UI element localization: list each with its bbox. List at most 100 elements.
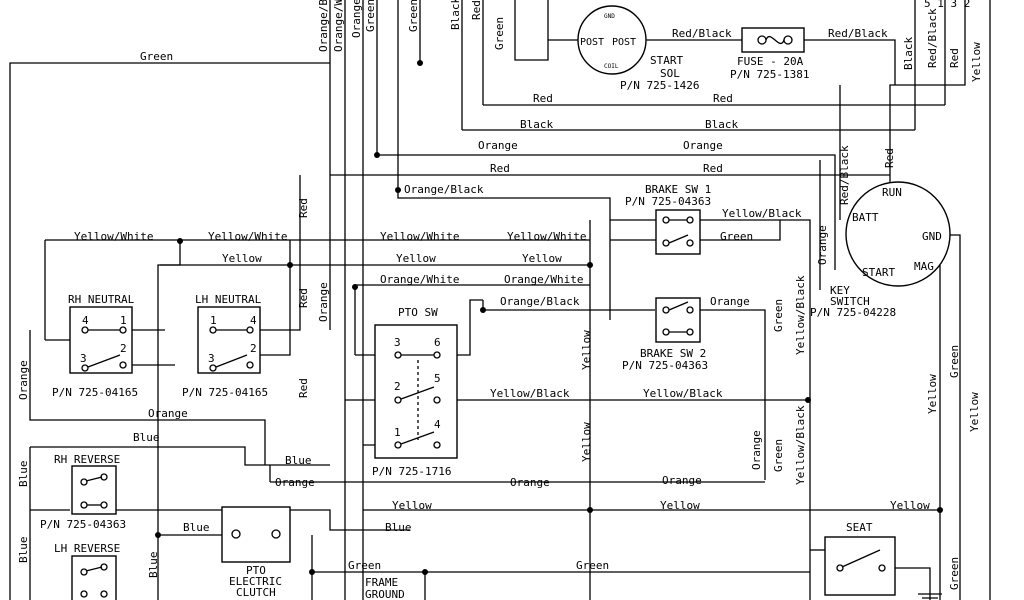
connector-pins: 5 1 3 2 — [924, 0, 970, 10]
wire-label: Orange/Black — [500, 295, 580, 308]
wire-label: Red/Black — [838, 145, 851, 205]
lh-neutral-t1: 1 — [210, 314, 217, 327]
wire-label: Black — [449, 0, 462, 30]
wire-label: Red/Black — [672, 27, 732, 40]
pto-clutch-label-2: ELECTRIC — [229, 575, 282, 588]
sol-label-2: SOL — [660, 67, 680, 80]
wire-label: Red — [297, 378, 310, 398]
pto-t2: 2 — [394, 380, 401, 393]
wire-label: Red — [490, 162, 510, 175]
pto-t5: 5 — [434, 372, 441, 385]
wire-label: Green — [493, 17, 506, 50]
pto-electric-clutch: PTO ELECTRIC CLUTCH — [221, 506, 291, 599]
brake-switch-1: BRAKE SW 1 P/N 725-04363 — [625, 183, 711, 255]
wire-label: Green — [364, 0, 377, 32]
pto-t6: 6 — [434, 336, 441, 349]
key-label-2: SWITCH — [830, 295, 870, 308]
connector-pin-labels: 5 1 3 2 — [924, 0, 970, 10]
lh-reverse-switch: LH REVERSE — [54, 542, 120, 600]
key-pn: P/N 725-04228 — [810, 306, 896, 319]
wire-label: Orange — [710, 295, 750, 308]
sol-coil-label: COIL — [604, 63, 619, 70]
wire-label: Yellow — [926, 374, 939, 414]
wire-label: Green — [772, 299, 785, 332]
rh-reverse-switch: RH REVERSE P/N 725-04363 — [40, 453, 126, 531]
wires — [9, 0, 991, 600]
brake-sw1-label: BRAKE SW 1 — [645, 183, 711, 196]
lh-neutral-t2: 2 — [250, 342, 257, 355]
pto-sw-label: PTO SW — [398, 306, 438, 319]
seat-label: SEAT — [846, 521, 873, 534]
pto-switch: PTO SW 3 6 2 5 1 4 P/N 725-1716 — [372, 306, 458, 478]
wire-label: Orange — [317, 282, 330, 322]
frame-ground-label: FRAME — [365, 576, 398, 589]
rh-neutral-t2: 2 — [120, 342, 127, 355]
wire-label: Orange/White — [504, 273, 583, 286]
wire-label: Red — [713, 92, 733, 105]
sol-gnd-label: GND — [604, 13, 615, 20]
rh-neutral-pn: P/N 725-04165 — [52, 386, 138, 399]
rh-neutral-switch: RH NEUTRAL 4 1 3 2 P/N 725-04165 — [52, 293, 138, 399]
wire-label: Yellow/White — [380, 230, 459, 243]
wire-label: Orange — [750, 430, 763, 470]
wire-label: Yellow — [222, 252, 262, 265]
brake-sw1-pn: P/N 725-04363 — [625, 195, 711, 208]
wire-label: Green — [576, 559, 609, 572]
wire-label: Red — [703, 162, 723, 175]
wire-label: Red — [883, 148, 896, 168]
lh-neutral-label: LH NEUTRAL — [195, 293, 262, 306]
lh-neutral-t3: 3 — [208, 352, 215, 365]
wire-label: Green — [348, 559, 381, 572]
wire-label: Black — [902, 37, 915, 70]
wire-label: Red — [297, 288, 310, 308]
key-gnd: GND — [922, 230, 942, 243]
pto-t4: 4 — [434, 418, 441, 431]
pto-sw-pn: P/N 725-1716 — [372, 465, 451, 478]
wire-labels: Green Orange/Black Orange/White Orange/B… — [17, 0, 983, 590]
pto-t3: 3 — [394, 336, 401, 349]
wire-label: Orange — [662, 474, 702, 487]
wire-label: Orange — [816, 225, 829, 265]
wire-label: Red/Black — [828, 27, 888, 40]
wire-label: Orange/White — [332, 0, 345, 52]
wire-label: Yellow — [968, 392, 981, 432]
pto-clutch-label: PTO — [246, 564, 266, 577]
wire-label: Blue — [385, 521, 412, 534]
key-switch: RUN BATT GND MAG START KEY SWITCH P/N 72… — [810, 181, 951, 319]
wire-label: Red — [948, 48, 961, 68]
wire-label: Yellow — [580, 422, 593, 462]
wire-label: Yellow — [890, 499, 930, 512]
fuse-label: FUSE - 20A — [737, 55, 804, 68]
seat-switch: SEAT — [824, 521, 942, 599]
wire-label: Green — [772, 439, 785, 472]
key-label: KEY — [830, 284, 850, 297]
wire-label: Yellow/Black — [490, 387, 570, 400]
wire-label: Blue — [17, 537, 30, 564]
lh-reverse-label: LH REVERSE — [54, 542, 120, 555]
lh-neutral-pn: P/N 725-04165 — [182, 386, 268, 399]
wire-label: Orange — [478, 139, 518, 152]
sol-post-left: POST — [580, 37, 604, 48]
wire-label: Blue — [17, 461, 30, 488]
wire-label: Yellow/Black — [722, 207, 802, 220]
wire-label: Yellow — [392, 499, 432, 512]
start-solenoid: GND POST POST COIL START SOL P/N 725-142… — [577, 5, 699, 92]
sol-post-right: POST — [612, 37, 636, 48]
lh-neutral-switch: LH NEUTRAL 1 4 3 2 P/N 725-04165 — [182, 293, 268, 399]
wire-label: Orange/Black — [404, 183, 484, 196]
wire-label: Yellow/White — [507, 230, 586, 243]
wire-label: Blue — [285, 454, 312, 467]
wire-label: Yellow — [970, 42, 983, 82]
wire-label: Green — [407, 0, 420, 32]
key-batt: BATT — [852, 211, 879, 224]
wire-label: Red — [470, 0, 483, 20]
wire-label: Orange — [683, 139, 723, 152]
wire-label: Green — [948, 557, 961, 590]
key-mag: MAG — [914, 260, 934, 273]
brake-sw2-pn: P/N 725-04363 — [622, 359, 708, 372]
brake-switch-2: BRAKE SW 2 P/N 725-04363 — [622, 297, 708, 372]
wire-label: Yellow — [522, 252, 562, 265]
wire-label: Yellow/Black — [794, 275, 807, 355]
wire-label: Green — [948, 345, 961, 378]
